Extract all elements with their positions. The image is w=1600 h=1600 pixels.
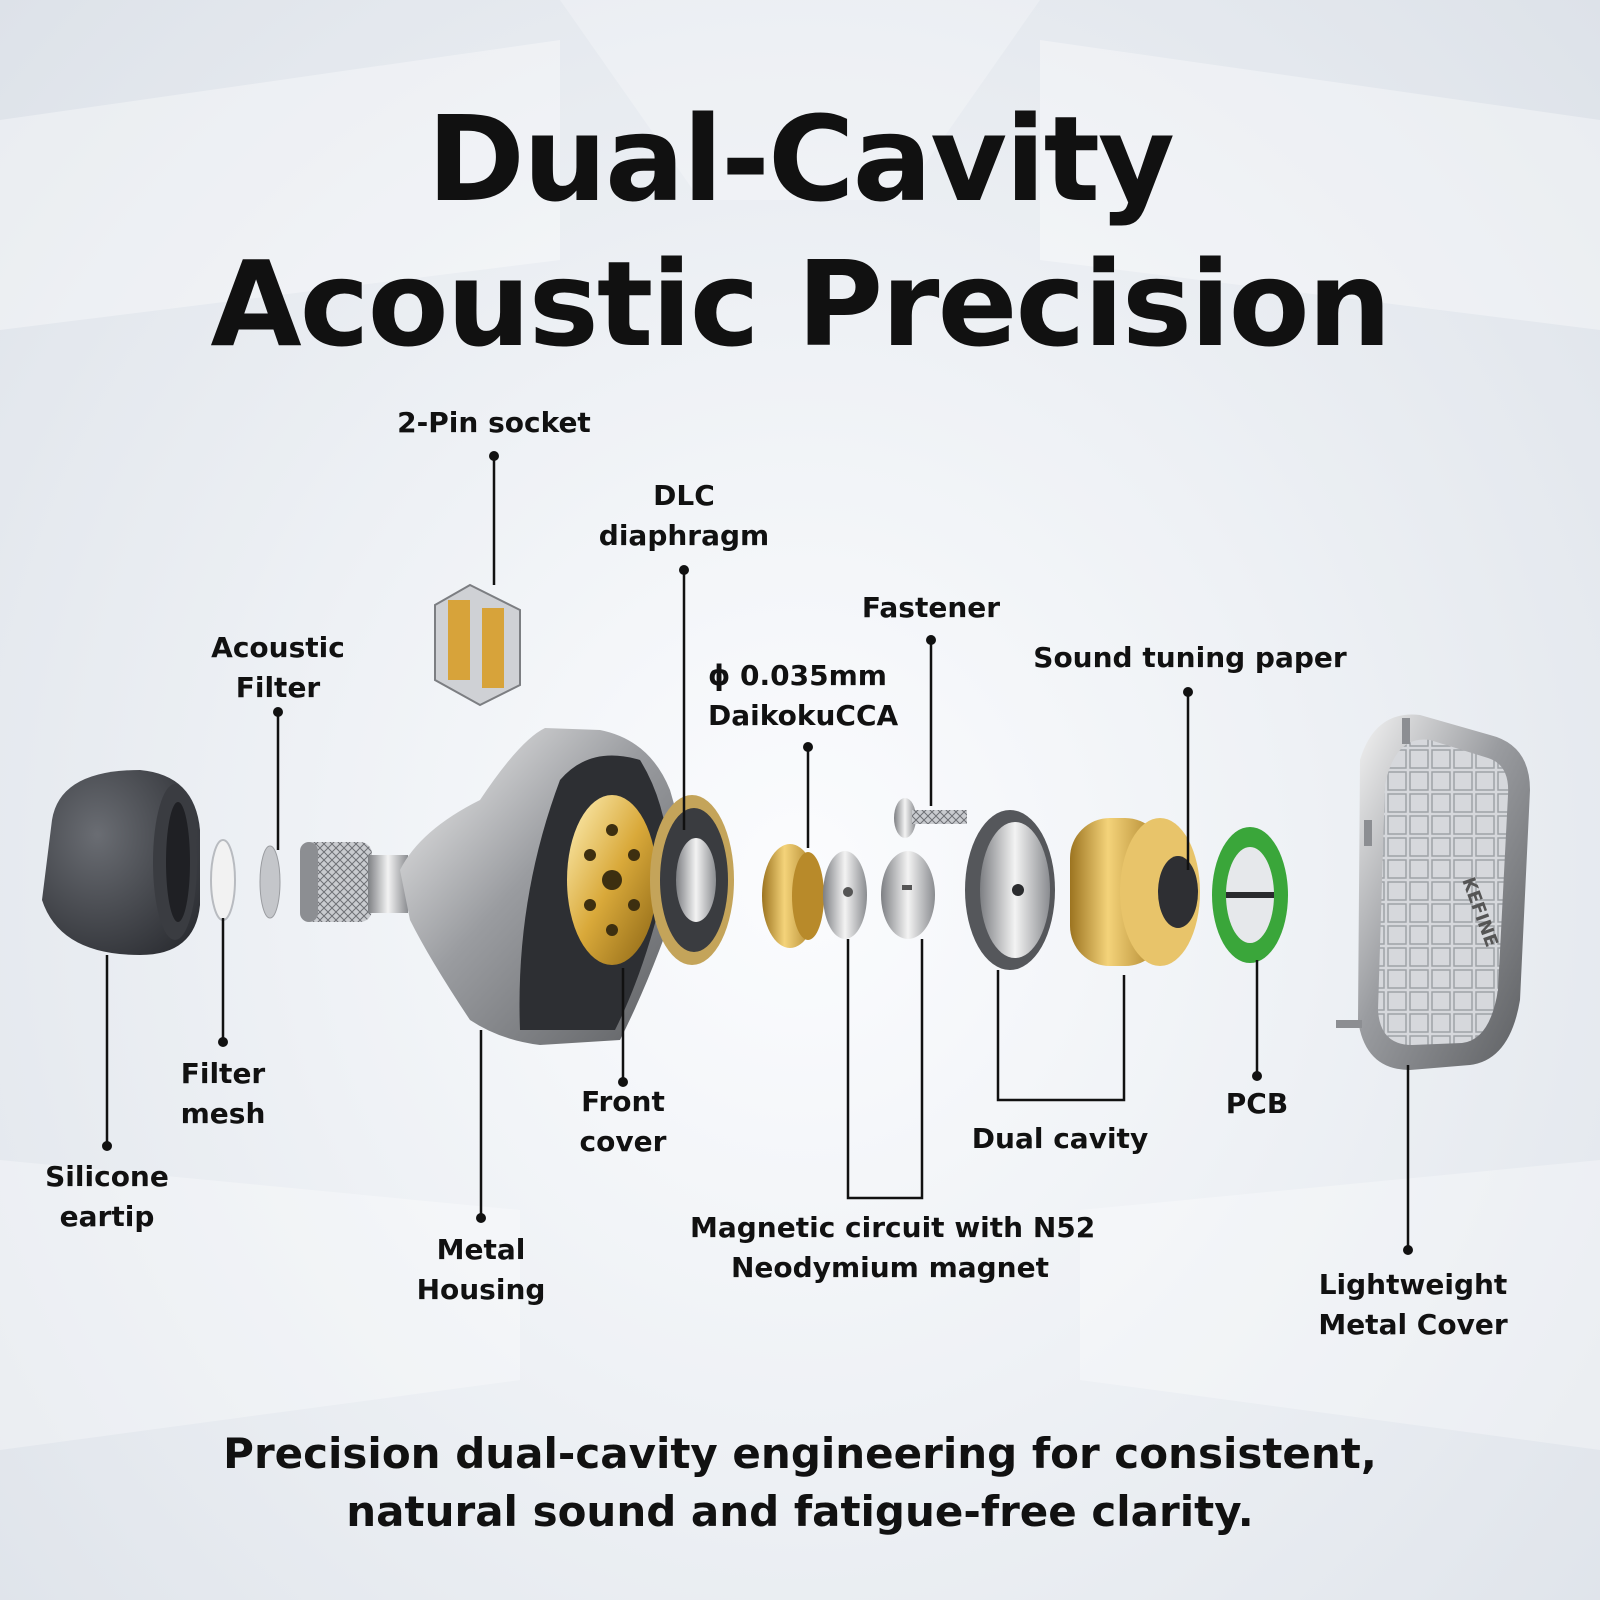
label-text: cover — [579, 1125, 667, 1158]
pole-plate-image — [881, 851, 935, 939]
label-metal-housing: Metal Housing — [406, 1230, 556, 1310]
label-text: Fastener — [861, 591, 1001, 624]
footer-line-1: Precision dual-cavity engineering for co… — [223, 1429, 1377, 1478]
label-text: Metal Cover — [1318, 1308, 1508, 1341]
label-text: PCB — [1225, 1087, 1289, 1120]
title-line-2: Acoustic Precision — [210, 235, 1391, 373]
label-text: eartip — [59, 1200, 155, 1233]
label-text: Silicone — [45, 1160, 169, 1193]
label-text: Filter — [180, 1057, 266, 1090]
nozzle-image — [300, 842, 408, 922]
dlc-diaphragm-image — [650, 795, 734, 965]
label-text: Dual cavity — [971, 1122, 1149, 1155]
filter-mesh-image — [210, 839, 236, 921]
dual-cavity-silver-image — [965, 810, 1055, 970]
two-pin-socket-image — [434, 583, 521, 707]
label-fastener: Fastener — [851, 588, 1011, 628]
label-text: mesh — [180, 1097, 266, 1130]
metal-cover-image: KEFINE — [1336, 714, 1530, 1070]
label-sound-tuning-paper: Sound tuning paper — [1020, 638, 1360, 678]
label-pcb: PCB — [1207, 1084, 1307, 1124]
label-text: Metal — [436, 1233, 526, 1266]
footer-caption: Precision dual-cavity engineering for co… — [0, 1425, 1600, 1541]
label-text: Sound tuning paper — [1033, 641, 1347, 674]
label-text: Front — [581, 1085, 665, 1118]
label-text: Lightweight — [1318, 1268, 1508, 1301]
label-dual-cavity: Dual cavity — [960, 1119, 1160, 1159]
title-line-1: Dual-Cavity — [427, 90, 1175, 228]
label-text: diaphragm — [598, 519, 770, 552]
silicone-eartip-image — [42, 770, 200, 955]
fastener-image — [894, 798, 967, 838]
label-text: Acoustic — [211, 631, 345, 664]
acoustic-filter-image — [259, 845, 281, 919]
label-text: Neodymium magnet — [730, 1251, 1049, 1284]
label-cca-voice-coil: ϕ 0.035mm DaikokuCCA — [708, 656, 918, 736]
label-2-pin-socket: 2-Pin socket — [394, 403, 594, 443]
label-silicone-eartip: Silicone eartip — [37, 1157, 177, 1237]
label-front-cover: Front cover — [553, 1082, 693, 1162]
label-dlc-diaphragm: DLC diaphragm — [584, 476, 784, 556]
label-acoustic-filter: Acoustic Filter — [198, 628, 358, 708]
footer-line-2: natural sound and fatigue-free clarity. — [346, 1487, 1254, 1536]
label-magnetic-circuit: Magnetic circuit with N52 Neodymium magn… — [690, 1208, 1096, 1288]
label-text: DLC — [653, 479, 715, 512]
voice-coil-image — [762, 844, 824, 948]
label-text: ϕ 0.035mm — [708, 659, 887, 692]
label-text: Filter — [235, 671, 321, 704]
label-text: Magnetic circuit with N52 — [690, 1211, 1096, 1244]
label-text: 2-Pin socket — [397, 406, 591, 439]
magnet-image — [823, 851, 867, 939]
label-text: DaikokuCCA — [708, 699, 899, 732]
label-filter-mesh: Filter mesh — [153, 1054, 293, 1134]
label-metal-cover: Lightweight Metal Cover — [1308, 1265, 1518, 1345]
pcb-image — [1212, 827, 1288, 963]
front-cover-image — [567, 795, 657, 965]
dual-cavity-gold-image — [1070, 818, 1200, 966]
label-text: Housing — [416, 1273, 546, 1306]
